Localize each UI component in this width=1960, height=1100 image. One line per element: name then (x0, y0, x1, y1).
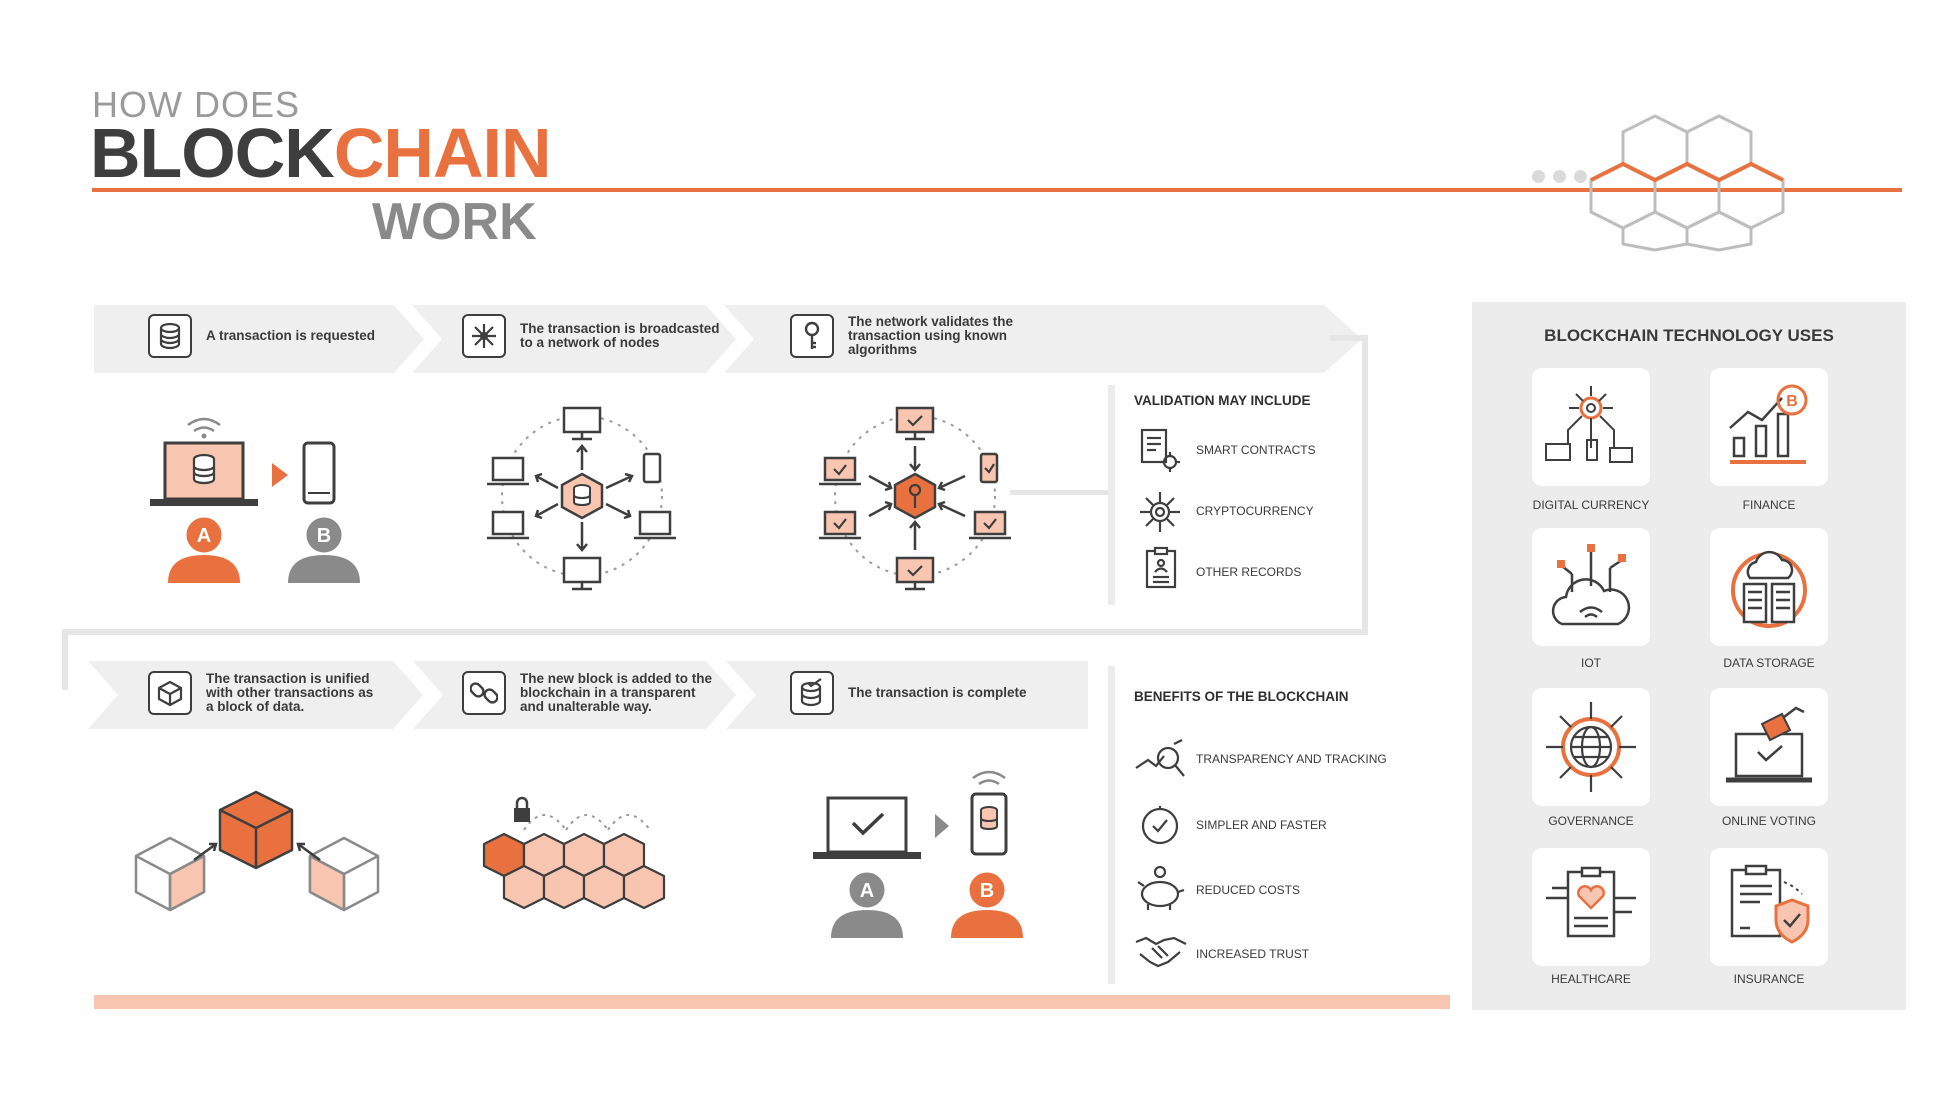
cube-icon (148, 671, 192, 715)
key-icon (790, 314, 834, 358)
illustration-broadcast (487, 406, 676, 591)
validation-item-2: CRYPTOCURRENCY (1196, 504, 1314, 518)
title-block: BLOCK (90, 114, 335, 192)
network-node-icon (462, 314, 506, 358)
validation-connector (1010, 490, 1110, 495)
use-label-finance: FINANCE (1742, 498, 1796, 512)
benefit-item-1: TRANSPARENCY AND TRACKING (1196, 752, 1387, 766)
user-a-label: A (197, 525, 211, 547)
step-1-text: A transaction is requested (206, 328, 376, 343)
validation-item-1: SMART CONTRACTS (1196, 443, 1316, 457)
step-2-text: The transaction is broadcasted to a netw… (520, 321, 720, 350)
title-chain: CHAIN (333, 114, 552, 192)
chain-link-icon (462, 671, 506, 715)
use-label-healthcare: HEALTHCARE (1551, 972, 1631, 986)
use-label-governance: GOVERNANCE (1548, 814, 1634, 828)
user-a-label-2: A (860, 880, 874, 902)
records-icon (1145, 546, 1177, 589)
use-card-finance: B (1710, 368, 1828, 486)
user-b-label-2: B (980, 880, 994, 902)
handshake-icon (1135, 936, 1187, 968)
step-6: The transaction is complete (790, 671, 1028, 715)
illustration-complete: A B (813, 770, 1023, 938)
svg-text:B: B (1786, 393, 1798, 410)
piggy-bank-icon (1137, 865, 1185, 910)
flow-connector (62, 335, 1368, 690)
illustration-validate (819, 406, 1011, 591)
step-6-text: The transaction is complete (848, 685, 1027, 700)
step-2: The transaction is broadcasted to a netw… (462, 314, 720, 358)
digital-currency-icon (1545, 386, 1633, 463)
step-5: The new block is added to the blockchain… (462, 671, 720, 715)
data-storage-icon (1731, 550, 1807, 628)
use-card-online-voting (1710, 688, 1828, 806)
header-title: BLOCKCHAIN (90, 118, 552, 188)
illustration-block-unify (134, 790, 380, 912)
use-card-data-storage (1710, 528, 1828, 646)
healthcare-icon (1546, 866, 1636, 938)
cryptocurrency-icon (1140, 492, 1180, 532)
magnifier-chart-icon (1135, 739, 1185, 777)
step-3-text: The network validates the transaction us… (848, 314, 1014, 357)
header-how: HOW DOES (92, 84, 301, 125)
use-label-digital-currency: DIGITAL CURRENCY (1532, 498, 1650, 512)
step-5-text: The new block is added to the blockchain… (520, 671, 713, 714)
globe-governance-icon (1546, 702, 1636, 792)
benefits-bar (1108, 666, 1115, 984)
validation-item-3: OTHER RECORDS (1196, 565, 1302, 579)
header-hexagon-graphic (1589, 114, 1785, 252)
step-1: A transaction is requested (148, 314, 386, 358)
bottom-accent-bar (94, 995, 1450, 1009)
benefits-title: BENEFITS OF THE BLOCKCHAIN (1134, 689, 1349, 704)
illustration-blockchain (482, 796, 666, 910)
header-dots (1532, 170, 1595, 188)
insurance-shield-icon (1730, 864, 1810, 944)
iot-cloud-icon (1551, 544, 1631, 626)
online-voting-icon (1726, 706, 1812, 783)
database-check-icon (790, 671, 834, 715)
user-b-label: B (317, 525, 331, 547)
use-card-insurance (1710, 848, 1828, 966)
clock-icon (1141, 806, 1179, 845)
smart-contract-icon (1140, 428, 1180, 472)
use-card-digital-currency (1532, 368, 1650, 486)
benefit-item-3: REDUCED COSTS (1196, 883, 1301, 897)
finance-icon: B (1729, 384, 1808, 464)
use-card-governance (1532, 688, 1650, 806)
use-label-online-voting: ONLINE VOTING (1721, 814, 1816, 828)
header-work: WORK (372, 193, 537, 251)
use-card-iot (1532, 528, 1650, 646)
uses-title: BLOCKCHAIN TECHNOLOGY USES (1544, 326, 1834, 345)
benefit-item-2: SIMPLER AND FASTER (1196, 818, 1327, 832)
use-label-insurance: INSURANCE (1733, 972, 1805, 986)
use-card-healthcare (1532, 848, 1650, 966)
use-label-data-storage: DATA STORAGE (1723, 656, 1815, 670)
header-rule (92, 188, 1902, 192)
step-4-text: The transaction is unified with other tr… (206, 671, 374, 714)
validation-bar (1108, 385, 1115, 605)
validation-title: VALIDATION MAY INCLUDE (1134, 393, 1311, 408)
benefit-item-4: INCREASED TRUST (1196, 947, 1310, 961)
illustration-request: A B (150, 417, 360, 583)
database-icon (148, 314, 192, 358)
step-3: The network validates the transaction us… (790, 314, 1028, 358)
step-4: The transaction is unified with other tr… (148, 671, 376, 715)
use-label-iot: IOT (1581, 656, 1601, 670)
